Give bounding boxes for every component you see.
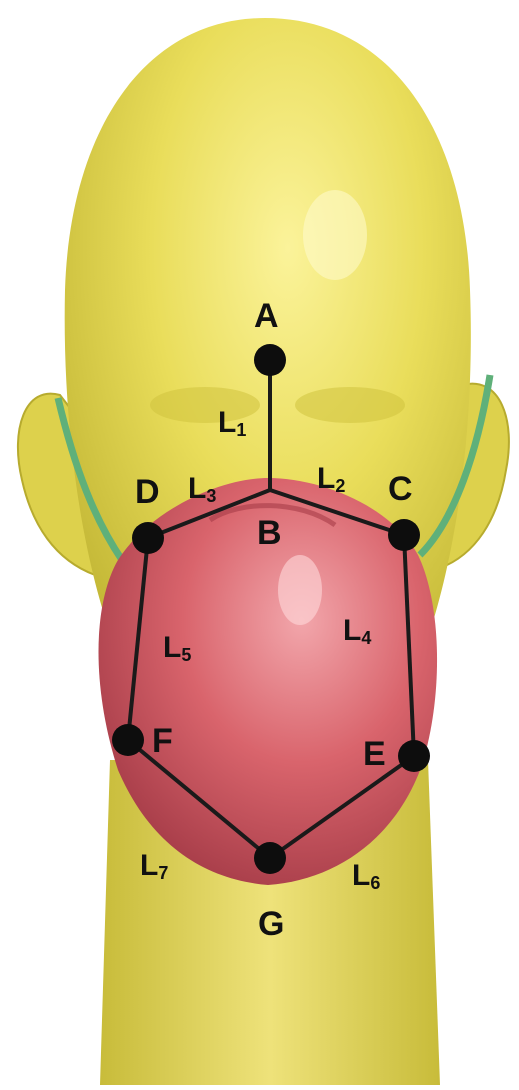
point-f-marker: [112, 724, 144, 756]
point-label-d: D: [135, 473, 160, 511]
point-g-marker: [254, 842, 286, 874]
point-label-f: F: [152, 722, 173, 760]
point-label-c: C: [388, 470, 413, 508]
brow-shadow-left: [150, 387, 260, 423]
point-a-marker: [254, 344, 286, 376]
point-d-marker: [132, 522, 164, 554]
point-e-marker: [398, 740, 430, 772]
point-label-e: E: [363, 735, 386, 773]
brow-shadow-right: [295, 387, 405, 423]
point-label-g: G: [258, 905, 284, 943]
mask-highlight: [278, 555, 322, 625]
forehead-highlight: [303, 190, 367, 280]
point-c-marker: [388, 519, 420, 551]
point-label-b: B: [257, 514, 282, 552]
point-label-a: A: [254, 297, 279, 335]
